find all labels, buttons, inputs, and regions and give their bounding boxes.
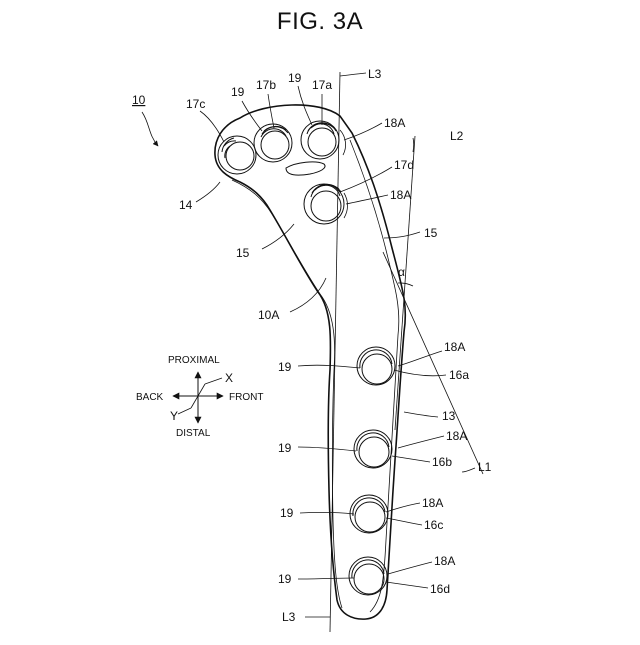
screw-hole-16d bbox=[349, 557, 387, 595]
label-16b: 16b bbox=[432, 455, 452, 469]
label-alpha: α bbox=[398, 265, 405, 279]
main-ref-arrow bbox=[142, 112, 158, 146]
label-18A-1: 18A bbox=[384, 116, 405, 130]
label-19-a: 19 bbox=[231, 85, 245, 99]
label-proximal: PROXIMAL bbox=[168, 355, 220, 366]
label-18A-6: 18A bbox=[434, 554, 455, 568]
bone-plate bbox=[215, 105, 405, 619]
label-17a: 17a bbox=[312, 78, 332, 92]
screw-hole-16b bbox=[354, 430, 392, 468]
line-l1 bbox=[383, 252, 483, 474]
label-19-c: 19 bbox=[278, 360, 292, 374]
label-19-f: 19 bbox=[278, 572, 292, 586]
label-19-e: 19 bbox=[280, 506, 294, 520]
label-main-ref: 10 bbox=[132, 93, 146, 107]
figure-title: FIG. 3A bbox=[0, 8, 640, 36]
screw-hole-16a bbox=[357, 347, 395, 385]
label-18A-3: 18A bbox=[444, 340, 465, 354]
screw-hole-17d bbox=[304, 184, 348, 224]
label-10A: 10A bbox=[258, 308, 279, 322]
label-l1: L1 bbox=[478, 460, 492, 474]
label-15-b: 15 bbox=[236, 246, 250, 260]
plate-slot bbox=[286, 162, 325, 175]
label-l3-top: L3 bbox=[368, 67, 382, 81]
label-16c: 16c bbox=[424, 518, 443, 532]
plate-outline bbox=[215, 105, 405, 619]
label-16d: 16d bbox=[430, 582, 450, 596]
label-front: FRONT bbox=[229, 392, 263, 403]
label-17c: 17c bbox=[186, 97, 205, 111]
screw-hole-17b bbox=[254, 124, 292, 162]
label-16a: 16a bbox=[449, 368, 469, 382]
label-x: X bbox=[225, 371, 233, 385]
label-y: Y bbox=[170, 409, 178, 423]
label-l3-bottom: L3 bbox=[282, 610, 296, 624]
label-distal: DISTAL bbox=[176, 428, 211, 439]
label-13: 13 bbox=[442, 409, 456, 423]
label-l2: L2 bbox=[450, 129, 464, 143]
label-17b: 17b bbox=[256, 78, 276, 92]
label-18A-4: 18A bbox=[446, 429, 467, 443]
label-14: 14 bbox=[179, 198, 193, 212]
label-back: BACK bbox=[136, 392, 164, 403]
label-18A-5: 18A bbox=[422, 496, 443, 510]
label-19-b: 19 bbox=[288, 71, 302, 85]
plate-inner-edge bbox=[350, 140, 399, 612]
label-15-a: 15 bbox=[424, 226, 438, 240]
direction-indicator: PROXIMAL X BACK FRONT Y DISTAL bbox=[136, 355, 263, 439]
label-19-d: 19 bbox=[278, 441, 292, 455]
screw-hole-16c bbox=[350, 495, 388, 533]
label-18A-2: 18A bbox=[390, 188, 411, 202]
label-17d: 17d bbox=[394, 158, 414, 172]
